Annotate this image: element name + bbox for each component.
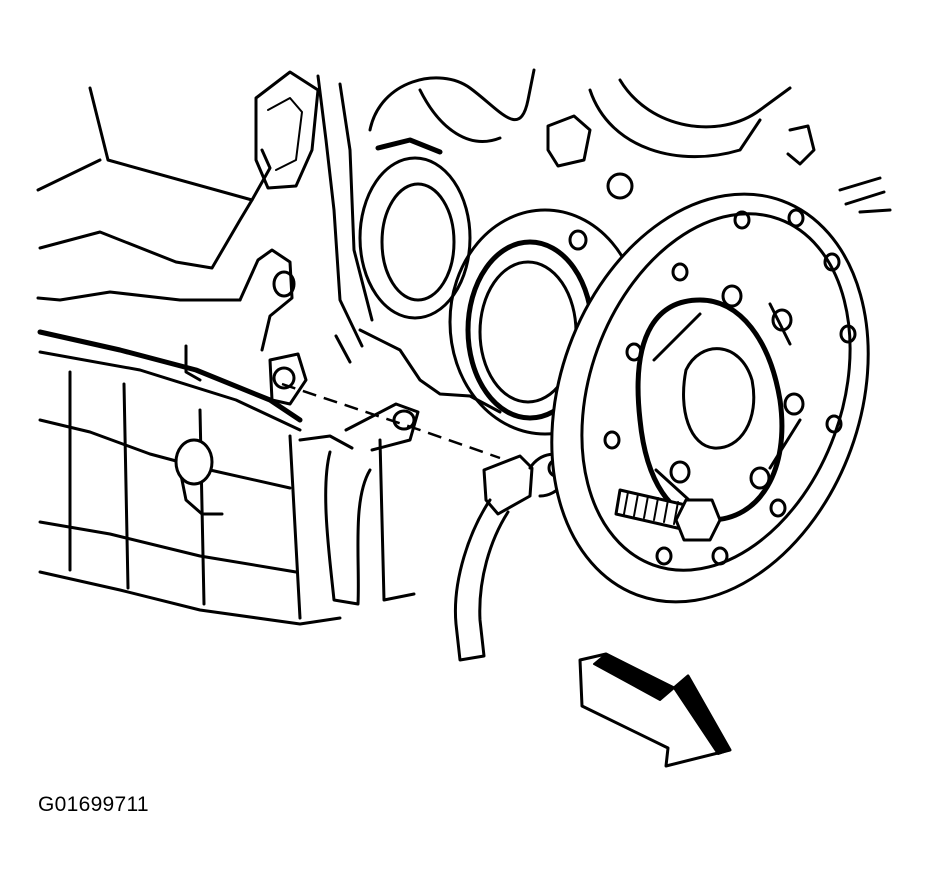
engine-block [36,70,374,352]
sensor-bolt [614,488,722,542]
upper-cover-arcs [368,68,892,214]
idler-pulley [358,137,472,320]
figure-id-label: G01699711 [38,793,149,816]
oil-pan [37,329,354,626]
arrow-down-right-icon [578,652,732,768]
balancer-bolt-holes [603,208,857,566]
crankshaft-balancer [550,192,870,604]
sensor-bracket [268,328,502,606]
crank-position-sensor [453,452,571,662]
